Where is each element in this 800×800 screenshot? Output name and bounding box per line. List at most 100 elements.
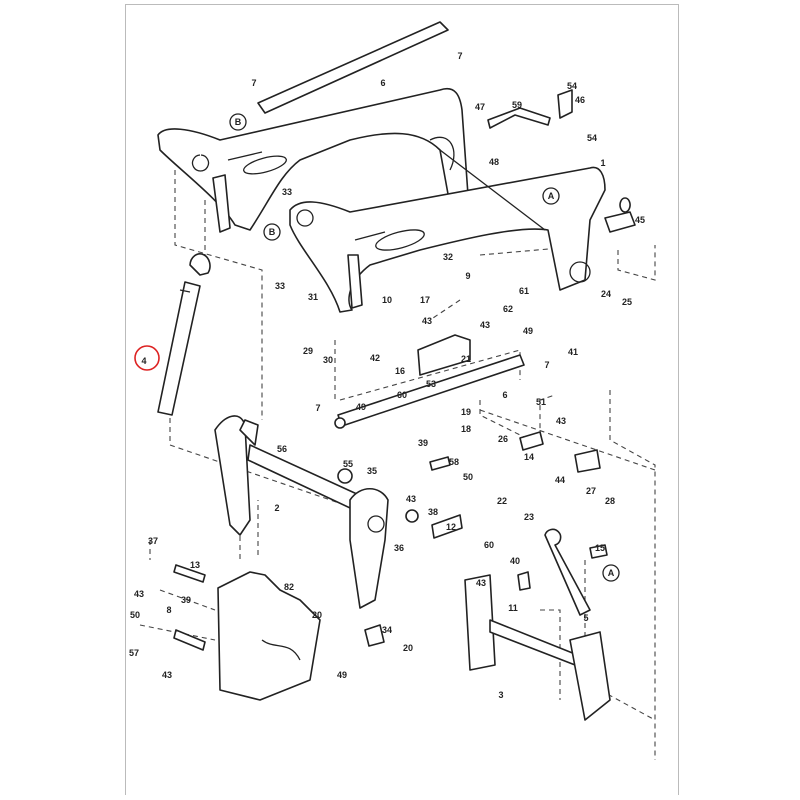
part-label-42: 42 <box>370 353 380 363</box>
highlight-callout-circle <box>134 345 160 371</box>
part-label-43: 43 <box>480 320 490 330</box>
part-label-28: 28 <box>605 496 615 506</box>
part-label-33: 33 <box>282 187 292 197</box>
part-label-41: 41 <box>568 347 578 357</box>
part-label-56: 56 <box>277 444 287 454</box>
cross-tube-assembly <box>214 415 389 609</box>
part-label-55: 55 <box>343 459 353 469</box>
part-label-37: 37 <box>148 536 158 546</box>
part-label-49: 49 <box>523 326 533 336</box>
upper-link-bar <box>257 21 449 114</box>
part-label-14: 14 <box>524 452 534 462</box>
part-label-61: 61 <box>519 286 529 296</box>
part-label-22: 22 <box>497 496 507 506</box>
part-label-6: 6 <box>380 78 385 88</box>
part-label-17: 17 <box>420 295 430 305</box>
part-label-40: 40 <box>510 556 520 566</box>
part-label-9: 9 <box>465 271 470 281</box>
part-label-20: 20 <box>403 643 413 653</box>
tilt-cylinder-4 <box>157 253 211 416</box>
part-label-19: 19 <box>461 407 471 417</box>
part-label-B: B <box>269 227 276 237</box>
part-label-43: 43 <box>422 316 432 326</box>
part-label-12: 12 <box>446 522 456 532</box>
part-label-39: 39 <box>418 438 428 448</box>
part-label-53: 53 <box>426 379 436 389</box>
part-label-38: 38 <box>428 507 438 517</box>
part-label-47: 47 <box>475 102 485 112</box>
part-label-4: 4 <box>141 356 146 366</box>
part-label-50: 50 <box>463 472 473 482</box>
part-label-48: 48 <box>489 157 499 167</box>
latch-bracket <box>487 89 636 233</box>
part-label-30: 30 <box>323 355 333 365</box>
part-label-2: 2 <box>274 503 279 513</box>
part-label-49: 49 <box>337 670 347 680</box>
part-label-34: 34 <box>382 625 392 635</box>
part-label-6: 6 <box>502 390 507 400</box>
part-label-27: 27 <box>586 486 596 496</box>
part-label-5: 5 <box>583 613 588 623</box>
part-label-13: 13 <box>190 560 200 570</box>
reference-circle-A <box>542 187 560 205</box>
part-label-43: 43 <box>162 670 172 680</box>
part-label-1: 1 <box>600 158 605 168</box>
small-parts <box>173 334 608 651</box>
part-label-32: 32 <box>443 252 453 262</box>
reference-circle-B <box>229 113 247 131</box>
part-label-7: 7 <box>315 403 320 413</box>
part-label-29: 29 <box>303 346 313 356</box>
lift-arm-front <box>289 149 606 313</box>
part-label-11: 11 <box>508 603 518 613</box>
part-label-35: 35 <box>367 466 377 476</box>
part-label-43: 43 <box>556 416 566 426</box>
reference-circle-B <box>263 223 281 241</box>
part-label-39: 39 <box>181 595 191 605</box>
part-label-7: 7 <box>251 78 256 88</box>
part-label-B: B <box>235 117 242 127</box>
part-label-43: 43 <box>406 494 416 504</box>
part-label-43: 43 <box>476 578 486 588</box>
part-label-54: 54 <box>567 81 577 91</box>
quick-attach-frame <box>464 574 611 721</box>
diagram-frame <box>125 4 679 795</box>
part-label-51: 51 <box>536 397 546 407</box>
part-label-15: 15 <box>595 543 605 553</box>
part-label-25: 25 <box>622 297 632 307</box>
part-label-60: 60 <box>397 390 407 400</box>
mounting-plate <box>217 571 321 701</box>
part-label-54: 54 <box>587 133 597 143</box>
part-label-57: 57 <box>129 648 139 658</box>
part-label-50: 50 <box>130 610 140 620</box>
part-label-21: 21 <box>461 354 471 364</box>
part-label-59: 59 <box>512 100 522 110</box>
part-label-8: 8 <box>166 605 171 615</box>
part-label-16: 16 <box>395 366 405 376</box>
part-label-24: 24 <box>601 289 611 299</box>
part-label-18: 18 <box>461 424 471 434</box>
part-label-45: 45 <box>635 215 645 225</box>
part-label-46: 46 <box>575 95 585 105</box>
part-label-A: A <box>548 191 555 201</box>
part-label-10: 10 <box>382 295 392 305</box>
part-label-23: 23 <box>524 512 534 522</box>
part-label-58: 58 <box>449 457 459 467</box>
part-label-A: A <box>608 568 615 578</box>
part-label-7: 7 <box>457 51 462 61</box>
part-label-82: 82 <box>284 582 294 592</box>
part-label-49: 49 <box>356 402 366 412</box>
part-label-7: 7 <box>544 360 549 370</box>
part-label-36: 36 <box>394 543 404 553</box>
part-label-60: 60 <box>484 540 494 550</box>
part-label-44: 44 <box>555 475 565 485</box>
part-label-62: 62 <box>503 304 513 314</box>
lift-arm-rear <box>157 88 469 233</box>
part-label-26: 26 <box>498 434 508 444</box>
part-label-31: 31 <box>308 292 318 302</box>
part-label-20: 20 <box>312 610 322 620</box>
part-label-43: 43 <box>134 589 144 599</box>
part-label-3: 3 <box>498 690 503 700</box>
part-label-33: 33 <box>275 281 285 291</box>
